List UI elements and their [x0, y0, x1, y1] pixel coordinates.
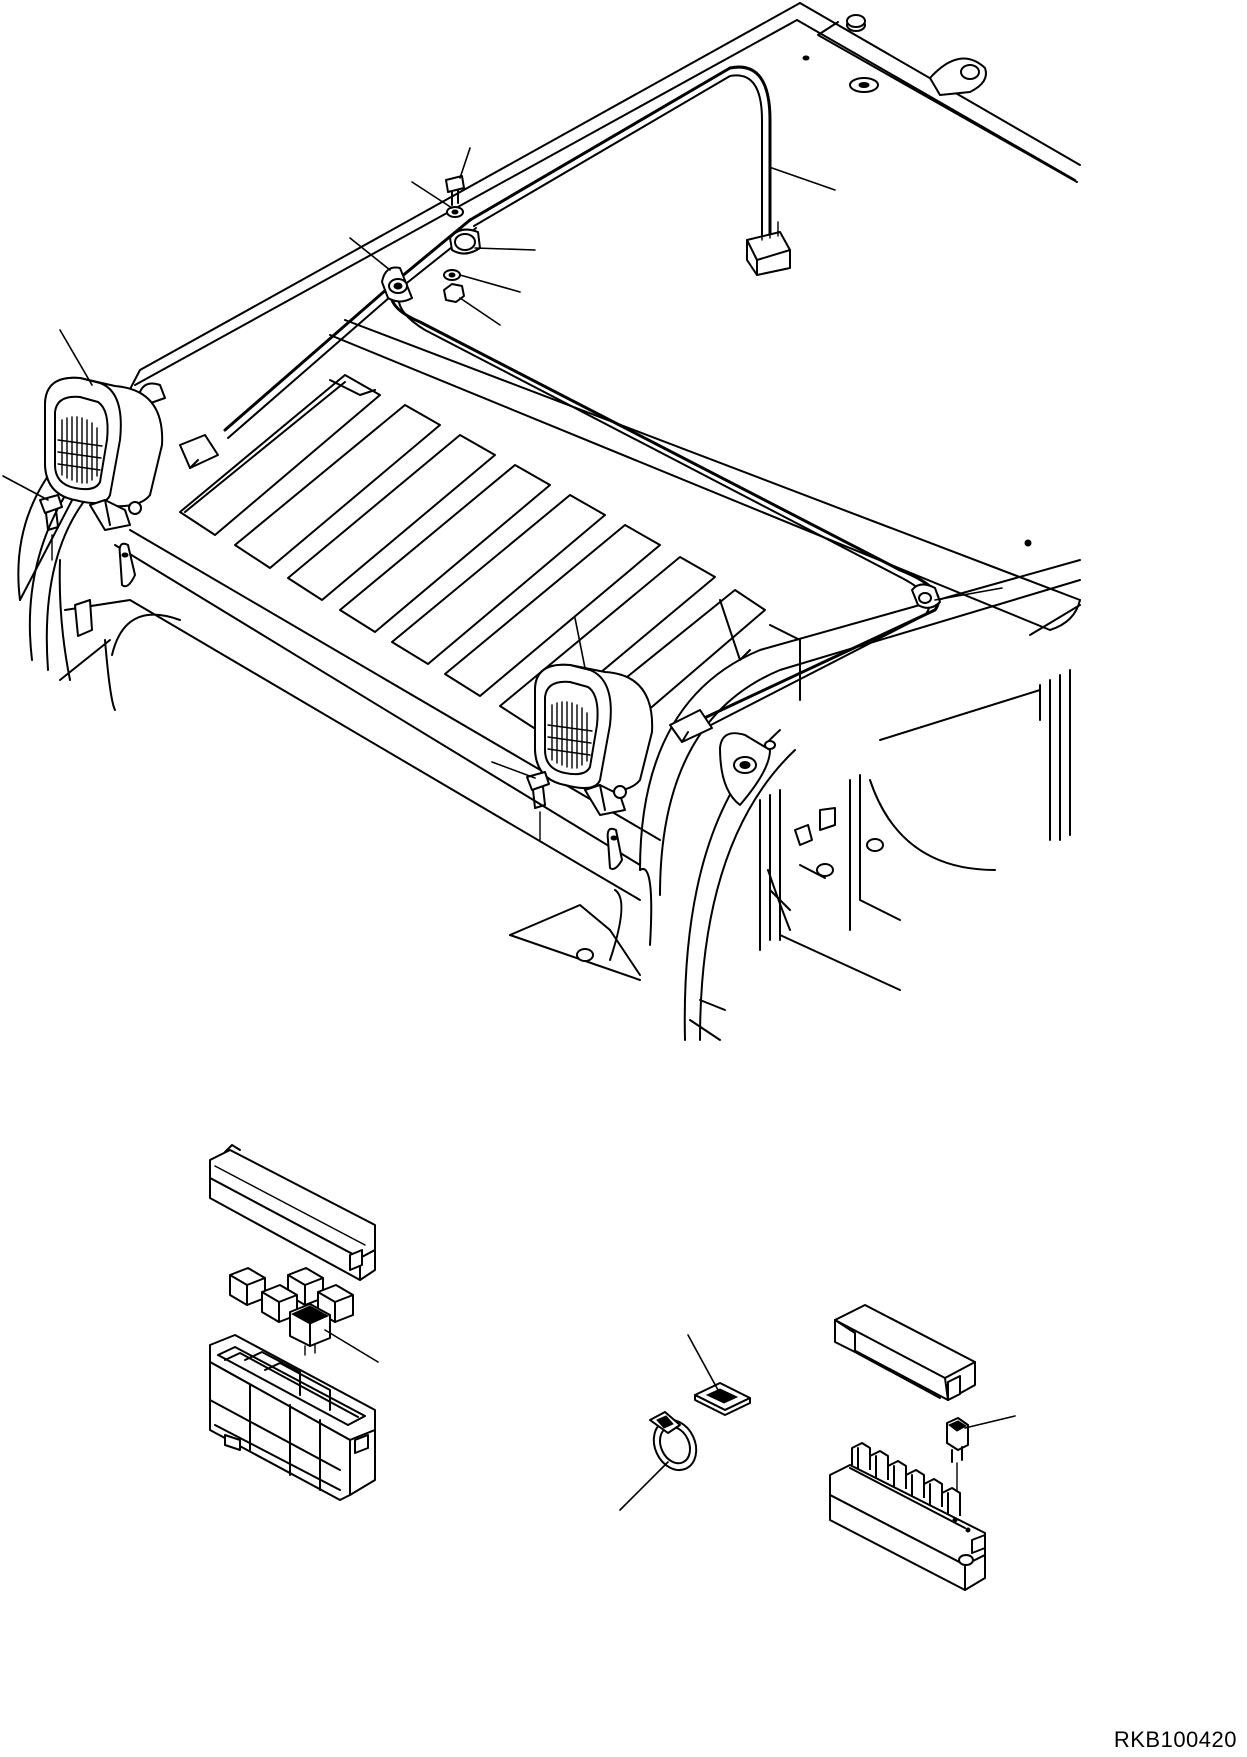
cab-roof: [17, 2, 1081, 1041]
leader-left-bolt: [2, 475, 49, 501]
leader-bolt: [459, 147, 471, 179]
leader-fuse: [964, 1415, 1016, 1429]
leader-holder: [687, 1334, 719, 1391]
leader-washer: [411, 181, 453, 209]
fuse-box: [829, 1304, 986, 1591]
leader-harness-clamp: [934, 587, 1003, 601]
leader-clamp-left: [349, 237, 391, 271]
work-lamp-left: [39, 376, 164, 588]
leader-clamp-right: [474, 247, 536, 251]
leader-lower-washer: [459, 274, 521, 293]
leader-left-lamp: [59, 329, 93, 386]
relay-box: [209, 1144, 376, 1501]
leader-relay: [324, 1329, 379, 1363]
roof-vent-slots: [179, 374, 801, 761]
wiring-harness: [179, 65, 941, 743]
leader-harness: [771, 167, 836, 191]
leader-nut: [459, 297, 501, 326]
leader-cable-tie: [619, 1461, 669, 1511]
callout-leaders: [2, 147, 1016, 1511]
leader-right-lamp: [574, 617, 586, 669]
work-lamp-right: [526, 663, 654, 870]
leader-right-bolt: [491, 761, 536, 779]
cable-tie-and-holder: [649, 1382, 751, 1472]
drawing-code: RKB100420: [1113, 1727, 1237, 1752]
